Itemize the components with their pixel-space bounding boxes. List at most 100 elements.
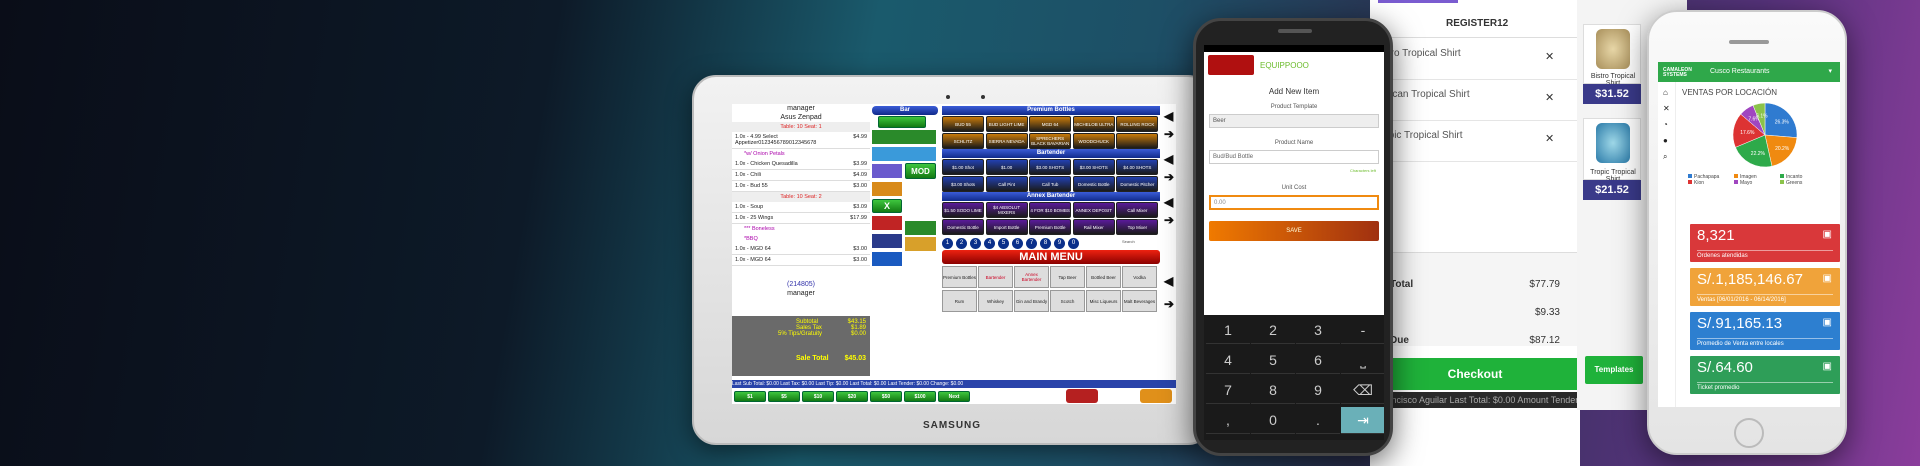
- menu-item-button[interactable]: $1.50 SODO LIME: [942, 202, 984, 218]
- menu-item-button[interactable]: $1.00: [985, 159, 1028, 175]
- cart-item[interactable]: Tropic Tropical Shirt52✕: [1370, 122, 1580, 162]
- page-number-button[interactable]: 7: [1026, 238, 1037, 249]
- menu-item-button[interactable]: Top Mixer: [1116, 219, 1159, 235]
- cart-item[interactable]: Bistro Tropical Shirt52✕: [1370, 40, 1580, 80]
- category-premium-bottles[interactable]: Premium Bottles: [942, 106, 1160, 115]
- order-line[interactable]: 1.0x - 4.99 Select Appetizer012345678901…: [732, 132, 870, 149]
- keypad-key[interactable]: 1: [1206, 317, 1250, 344]
- action-icon-3[interactable]: [872, 164, 902, 178]
- menu-item-button[interactable]: Call Mixer: [1116, 202, 1159, 218]
- remove-item-icon[interactable]: ✕: [1545, 133, 1555, 145]
- keypad-key[interactable]: 2: [1251, 317, 1295, 344]
- action-icon-7[interactable]: [872, 234, 902, 248]
- menu-item-button[interactable]: Premium Bottle: [1029, 219, 1072, 235]
- keypad-key[interactable]: ⎵: [1341, 347, 1384, 374]
- keypad-key[interactable]: 6: [1296, 347, 1340, 374]
- keypad-key[interactable]: 8: [1251, 377, 1295, 404]
- order-line[interactable]: 1.0x - Chicken Quesadilla$3.99: [732, 159, 870, 170]
- page-number-button[interactable]: 9: [1054, 238, 1065, 249]
- search-icon[interactable]: ⌕: [1663, 152, 1668, 161]
- search-label[interactable]: Search: [1122, 239, 1135, 244]
- menu-item-button[interactable]: BUD 55: [942, 116, 984, 132]
- category-button[interactable]: Rum: [942, 290, 977, 312]
- cash-amount-button[interactable]: $50: [870, 391, 902, 402]
- home-button[interactable]: [1734, 418, 1764, 448]
- keypad-key[interactable]: 5: [1251, 347, 1295, 374]
- home-icon[interactable]: ⌂: [1663, 88, 1668, 97]
- menu-item-button[interactable]: BUD LIGHT LIME: [985, 116, 1028, 132]
- category-button[interactable]: Scotch: [1050, 290, 1085, 312]
- keypad-key[interactable]: 7: [1206, 377, 1250, 404]
- action-icon-4[interactable]: [872, 182, 902, 196]
- pie-slice[interactable]: [1735, 134, 1773, 168]
- bar-tab[interactable]: Bar: [872, 106, 938, 115]
- cash-amount-button[interactable]: Next: [938, 391, 970, 402]
- menu-item-button[interactable]: $3.00 SHOTS: [1072, 159, 1115, 175]
- keypad-key[interactable]: 3: [1296, 317, 1340, 344]
- menu-item-button[interactable]: [1116, 133, 1159, 149]
- menu-item-button[interactable]: Import Bottle: [985, 219, 1028, 235]
- product-card-2[interactable]: Tropic Tropical Shirt: [1583, 118, 1641, 183]
- menu-item-button[interactable]: $4 ABSOLUT MIXERS: [985, 202, 1028, 218]
- arrow-right-icon[interactable]: ➔: [1164, 170, 1175, 184]
- tools-icon[interactable]: ✕: [1663, 104, 1670, 113]
- save-button[interactable]: SAVE: [1209, 221, 1379, 241]
- category-button[interactable]: Tap Beer: [1050, 266, 1085, 288]
- menu-item-button[interactable]: WOODCHUCK: [1072, 133, 1115, 149]
- arrow-left-icon[interactable]: ◀: [1164, 195, 1174, 209]
- page-number-button[interactable]: 2: [956, 238, 967, 249]
- order-line[interactable]: 1.0x - Soup$3.09: [732, 202, 870, 213]
- cart-item[interactable]: Cancan Tropical Shirt75✕: [1370, 81, 1580, 121]
- arrow-left-icon[interactable]: ◀: [1164, 109, 1174, 123]
- arrow-right-icon[interactable]: ➔: [1164, 127, 1175, 141]
- menu-item-button[interactable]: MGD 64: [1029, 116, 1072, 132]
- cash-amount-button[interactable]: $20: [836, 391, 868, 402]
- product-card-1[interactable]: Bistro Tropical Shirt: [1583, 24, 1641, 87]
- order-line[interactable]: 1.0x - MGD 64$3.00: [732, 244, 870, 255]
- order-line[interactable]: 1.0x - 25 Wings$17.99: [732, 213, 870, 224]
- menu-item-button[interactable]: ROLLING ROCK: [1116, 116, 1159, 132]
- menu-item-button[interactable]: MICHELOB ULTRA: [1072, 116, 1115, 132]
- menu-item-button[interactable]: SPRECHERS BLACK BAVARIAN: [1029, 133, 1072, 149]
- user-icon[interactable]: ●: [1663, 136, 1668, 145]
- mod-button[interactable]: MOD: [905, 163, 936, 179]
- category-button[interactable]: Bottled Beer: [1086, 266, 1121, 288]
- action-button-1[interactable]: [878, 116, 926, 128]
- keypad-key[interactable]: 4: [1206, 347, 1250, 374]
- action-icon-5[interactable]: [872, 216, 902, 230]
- order-line[interactable]: 1.0x - MGD 64$3.00: [732, 255, 870, 266]
- app-menu-button[interactable]: [1208, 55, 1254, 75]
- action-icons-row-1[interactable]: [872, 130, 936, 144]
- order-line[interactable]: *BBQ: [732, 234, 870, 244]
- unit-cost-input[interactable]: 0.00: [1209, 195, 1379, 210]
- category-annex-bartender[interactable]: Annex Bartender: [942, 192, 1160, 201]
- cash-amount-button[interactable]: $5: [768, 391, 800, 402]
- arrow-right-icon[interactable]: ➔: [1164, 213, 1175, 227]
- category-bartender[interactable]: Bartender: [942, 149, 1160, 158]
- category-button[interactable]: Vodka: [1122, 266, 1157, 288]
- keypad-key[interactable]: 9: [1296, 377, 1340, 404]
- arrow-left-icon[interactable]: ◀: [1164, 152, 1174, 166]
- menu-item-button[interactable]: Domestic Bottle: [942, 219, 984, 235]
- category-button[interactable]: Misc Liqueurs: [1086, 290, 1121, 312]
- page-number-button[interactable]: 6: [1012, 238, 1023, 249]
- template-select[interactable]: Beer: [1209, 114, 1379, 128]
- pie-slice[interactable]: [1764, 102, 1798, 138]
- main-menu-header[interactable]: MAIN MENU: [942, 250, 1160, 264]
- menu-item-button[interactable]: $3.00 Shots: [942, 176, 984, 192]
- order-line[interactable]: *w/ Onion Petals: [732, 149, 870, 159]
- remove-item-icon[interactable]: ✕: [1545, 51, 1555, 63]
- cash-drawer-icon[interactable]: [1066, 389, 1098, 403]
- action-icons-row-2[interactable]: [872, 147, 936, 161]
- pie-slice[interactable]: [1764, 134, 1798, 167]
- cash-amount-button[interactable]: $10: [802, 391, 834, 402]
- void-x-button[interactable]: X: [872, 199, 902, 213]
- page-number-button[interactable]: 3: [970, 238, 981, 249]
- arrow-right-icon[interactable]: ➔: [1164, 297, 1175, 311]
- menu-item-button[interactable]: Domestic Pitcher: [1116, 176, 1159, 192]
- page-number-button[interactable]: 0: [1068, 238, 1079, 249]
